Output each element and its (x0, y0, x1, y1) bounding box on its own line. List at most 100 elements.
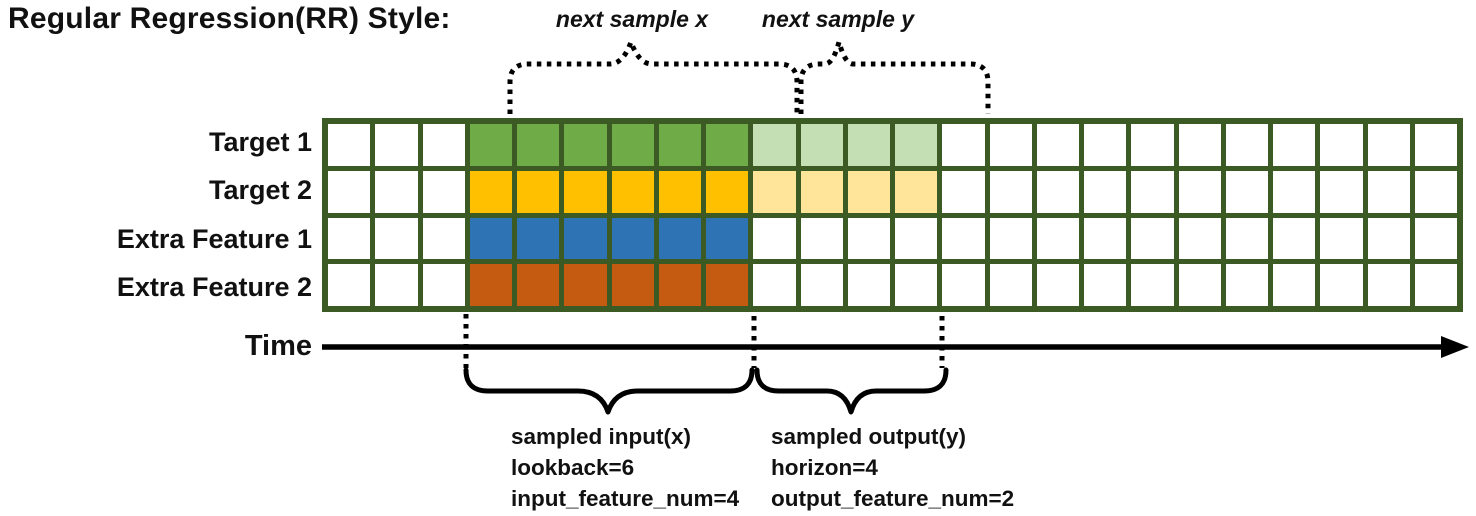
input-feature-num-value: input_feature_num=4 (511, 486, 740, 511)
grid-cell (658, 124, 701, 166)
grid-cell (328, 170, 371, 213)
grid-cell (847, 217, 890, 260)
grid-cell (517, 170, 560, 213)
grid-cell (706, 217, 749, 260)
grid-cell (800, 124, 843, 166)
grid-cell (1320, 124, 1363, 166)
grid-cell (1084, 170, 1127, 213)
grid-cell (1273, 170, 1316, 213)
grid-cell (753, 264, 796, 306)
grid-cell (1414, 170, 1457, 213)
grid-cell (1131, 217, 1174, 260)
grid-cell (1084, 217, 1127, 260)
grid-cell (564, 170, 607, 213)
grid-cell (895, 264, 938, 306)
grid-cell (847, 124, 890, 166)
page-title: Regular Regression(RR) Style: (8, 2, 451, 35)
grid-cell (1131, 124, 1174, 166)
grid-cell (375, 217, 418, 260)
grid-cell (1225, 170, 1268, 213)
grid-cell (989, 217, 1032, 260)
grid-cell (328, 217, 371, 260)
grid-cell (800, 217, 843, 260)
grid-cell (1414, 217, 1457, 260)
row-label-4: Extra Feature 2 (116, 272, 312, 303)
row-label-2: Target 2 (208, 175, 312, 206)
grid-cell (753, 124, 796, 166)
grid-cell (1036, 124, 1079, 166)
grid-cell (1131, 170, 1174, 213)
grid-cell (989, 170, 1032, 213)
grid-cell (611, 170, 654, 213)
grid-cell (658, 170, 701, 213)
grid-cell (706, 124, 749, 166)
grid-cell (658, 217, 701, 260)
grid-cell (328, 124, 371, 166)
grid-cell (942, 170, 985, 213)
grid-cell (847, 170, 890, 213)
annotation-next-sample-y: next sample y (761, 6, 915, 32)
grid-cell (942, 217, 985, 260)
annotation-next-sample-x: next sample x (555, 6, 709, 32)
grid-cell (1178, 170, 1221, 213)
grid-cell (1273, 124, 1316, 166)
output-feature-num-value: output_feature_num=2 (771, 486, 1015, 511)
time-label: Time (244, 330, 312, 362)
grid-cell (942, 264, 985, 306)
sampled-input-caption: sampled input(x) lookback=6 input_featur… (511, 421, 739, 514)
brace-sampled-input-icon (463, 367, 755, 415)
grid-cell (895, 217, 938, 260)
grid-cell (1414, 124, 1457, 166)
grid-cell (706, 170, 749, 213)
grid-cell (1367, 170, 1410, 213)
grid-cell (469, 124, 512, 166)
grid-cell (1036, 170, 1079, 213)
grid-cell (1036, 264, 1079, 306)
grid-cell (611, 264, 654, 306)
sampled-output-caption: sampled output(y) horizon=4 output_featu… (771, 421, 1014, 514)
grid-cell (328, 264, 371, 306)
grid-cell (375, 264, 418, 306)
grid-cell (469, 264, 512, 306)
grid-cell (375, 170, 418, 213)
grid-cell (611, 217, 654, 260)
grid-cell (1225, 124, 1268, 166)
dotted-brace-next-y-icon (798, 32, 991, 114)
grid-cell (1320, 264, 1363, 306)
lookback-value: lookback=6 (511, 455, 635, 480)
row-label-1: Target 1 (208, 126, 312, 157)
grid-cell (564, 124, 607, 166)
sampled-output-title: sampled output(y) (771, 424, 966, 449)
grid-cell (564, 217, 607, 260)
grid-cell (989, 264, 1032, 306)
grid-cell (1273, 264, 1316, 306)
brace-sampled-output-icon (754, 367, 949, 415)
grid-cell (1225, 217, 1268, 260)
grid-cell (611, 124, 654, 166)
grid-cell (706, 264, 749, 306)
grid-cell (658, 264, 701, 306)
grid-cell (1036, 217, 1079, 260)
grid-cell (1084, 124, 1127, 166)
grid-cell (1367, 124, 1410, 166)
sampled-input-title: sampled input(x) (511, 424, 692, 449)
grid-cell (895, 170, 938, 213)
grid-cell (1320, 217, 1363, 260)
grid-cell (422, 124, 465, 166)
grid-cell (1131, 264, 1174, 306)
grid-cell (422, 217, 465, 260)
grid-cell (1225, 264, 1268, 306)
grid-cell (989, 124, 1032, 166)
grid-cell (422, 264, 465, 306)
grid-cell (753, 217, 796, 260)
grid-cell (1178, 124, 1221, 166)
grid-cell (753, 170, 796, 213)
dotted-brace-next-x-icon (507, 34, 800, 114)
grid-cell (800, 264, 843, 306)
grid-cell (847, 264, 890, 306)
grid-cell (469, 217, 512, 260)
sample-grid (322, 118, 1463, 312)
grid-cell (1178, 264, 1221, 306)
time-axis-arrowhead-icon (1441, 336, 1469, 358)
